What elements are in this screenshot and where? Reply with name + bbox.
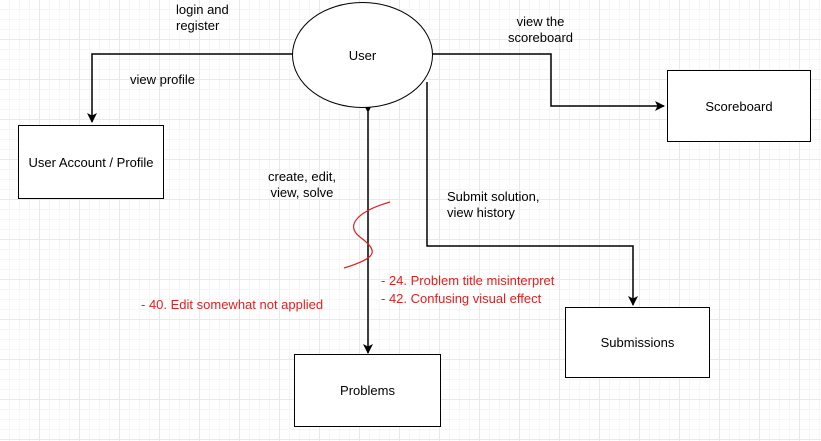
user-node: User <box>292 2 433 108</box>
edge-label-view-profile: view profile <box>130 72 196 87</box>
annotation-edit-not-applied: - 40. Edit somewhat not applied <box>141 297 324 312</box>
scoreboard-node: Scoreboard <box>667 70 811 142</box>
edge-user-submissions <box>426 82 638 306</box>
edge-label-view-scoreboard: view the scoreboard <box>508 14 574 45</box>
problems-node: Problems <box>294 354 441 427</box>
edge-label-problems: create, edit, view, solve <box>268 169 336 200</box>
profile-node: User Account / Profile <box>18 125 164 199</box>
annotation-confusing-visual: - 42. Confusing visual effect <box>381 291 542 306</box>
edge-user-scoreboard <box>430 53 665 111</box>
submissions-node: Submissions <box>565 307 710 378</box>
edge-user-profile <box>87 53 297 123</box>
edge-label-submissions: Submit solution, view history <box>447 189 540 220</box>
confusing-visual-mark <box>343 201 391 269</box>
annotation-problem-title: - 24. Problem title misinterpret <box>381 273 555 288</box>
edge-label-login: login and register <box>176 2 229 33</box>
